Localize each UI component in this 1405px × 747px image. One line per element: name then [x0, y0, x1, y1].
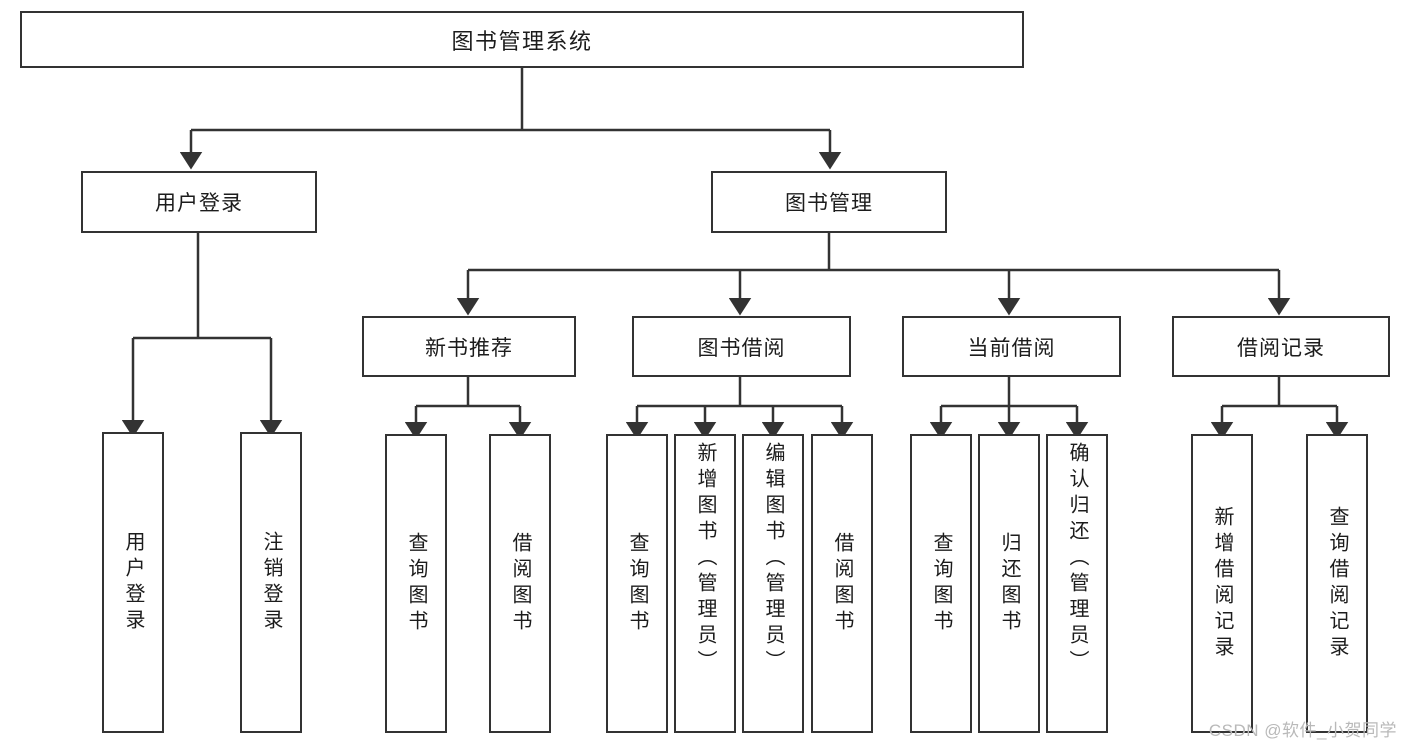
watermark: CSDN @软件_小贺同学 [1208, 721, 1397, 740]
node-borrow-records[interactable]: 借阅记录 [1172, 316, 1390, 377]
leaf-current-query-book[interactable]: 查询图书 [910, 434, 972, 733]
leaf-user-login[interactable]: 用户登录 [102, 432, 164, 733]
leaf-borrow-edit-book-admin-label: 编辑图书（管理员） [762, 442, 784, 676]
node-current-borrow-label: 当前借阅 [967, 336, 1056, 360]
node-user-login-label: 用户登录 [155, 192, 243, 215]
node-book-management-label: 图书管理 [785, 192, 873, 215]
leaf-recommend-borrow-book-label: 借阅图书 [509, 531, 531, 636]
node-root-label: 图书管理系统 [451, 28, 593, 54]
leaf-current-confirm-return-admin[interactable]: 确认归还（管理员） [1046, 434, 1108, 733]
leaf-user-login-label: 用户登录 [122, 530, 144, 635]
leaf-borrow-add-book-admin[interactable]: 新增图书（管理员） [674, 434, 736, 733]
node-book-borrow[interactable]: 图书借阅 [632, 316, 851, 377]
leaf-current-query-book-label: 查询图书 [930, 531, 952, 636]
leaf-borrow-query-book[interactable]: 查询图书 [606, 434, 668, 733]
leaf-current-return-book[interactable]: 归还图书 [978, 434, 1040, 733]
node-borrow-records-label: 借阅记录 [1237, 336, 1325, 360]
node-new-book-recommend[interactable]: 新书推荐 [362, 316, 576, 377]
leaf-current-confirm-return-admin-label: 确认归还（管理员） [1066, 442, 1088, 676]
node-book-management[interactable]: 图书管理 [711, 171, 947, 233]
leaf-recommend-borrow-book[interactable]: 借阅图书 [489, 434, 551, 733]
leaf-borrow-add-book-admin-label: 新增图书（管理员） [694, 442, 716, 676]
leaf-recommend-query-book-label: 查询图书 [405, 531, 427, 636]
node-book-borrow-label: 图书借阅 [697, 336, 786, 360]
node-root[interactable]: 图书管理系统 [20, 11, 1024, 68]
leaf-recommend-query-book[interactable]: 查询图书 [385, 434, 447, 733]
leaf-logout[interactable]: 注销登录 [240, 432, 302, 733]
leaf-records-add-record[interactable]: 新增借阅记录 [1191, 434, 1253, 733]
leaf-borrow-borrow-book[interactable]: 借阅图书 [811, 434, 873, 733]
leaf-current-return-book-label: 归还图书 [998, 531, 1020, 636]
leaf-logout-label: 注销登录 [260, 530, 282, 635]
leaf-borrow-query-book-label: 查询图书 [626, 531, 648, 636]
node-new-book-recommend-label: 新书推荐 [425, 336, 513, 360]
leaf-records-add-record-label: 新增借阅记录 [1211, 505, 1233, 662]
node-current-borrow[interactable]: 当前借阅 [902, 316, 1121, 377]
leaf-borrow-edit-book-admin[interactable]: 编辑图书（管理员） [742, 434, 804, 733]
leaf-records-query-record[interactable]: 查询借阅记录 [1306, 434, 1368, 733]
leaf-records-query-record-label: 查询借阅记录 [1326, 505, 1348, 662]
node-user-login[interactable]: 用户登录 [81, 171, 317, 233]
leaf-borrow-borrow-book-label: 借阅图书 [831, 531, 853, 636]
